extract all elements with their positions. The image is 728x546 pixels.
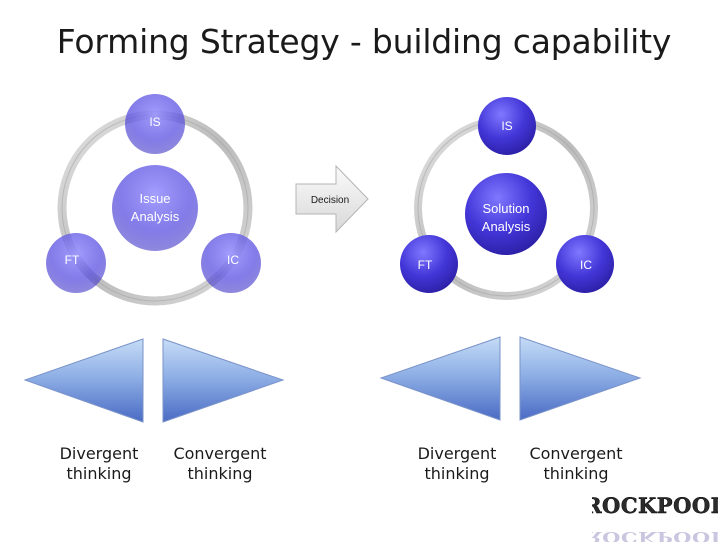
right-triangles bbox=[379, 336, 642, 421]
rockpool-logo: ROCKPOOL ROCKPOOL bbox=[592, 493, 718, 542]
svg-text:ROCKPOOL: ROCKPOOL bbox=[592, 493, 718, 518]
right-top-node bbox=[478, 97, 536, 155]
left-triangles bbox=[23, 338, 285, 423]
right-divergent-caption: Divergent thinking bbox=[417, 444, 497, 483]
left-center-label-line1: Issue bbox=[139, 191, 170, 206]
left-top-node bbox=[125, 94, 185, 154]
right-convergent-caption: Convergent thinking bbox=[529, 444, 623, 483]
left-convergent-triangle bbox=[162, 338, 285, 423]
right-cycle: Solution Analysis IS IC FT bbox=[400, 97, 614, 300]
right-right-label: IC bbox=[580, 258, 592, 272]
decision-arrow: Decision bbox=[295, 164, 369, 234]
left-right-node bbox=[201, 233, 261, 293]
right-left-node bbox=[400, 235, 458, 293]
right-convergent-triangle bbox=[519, 336, 642, 421]
right-center-label-line1: Solution bbox=[483, 201, 530, 216]
right-center-label-line2: Analysis bbox=[482, 219, 531, 234]
right-right-node bbox=[556, 235, 614, 293]
right-divergent-triangle bbox=[379, 336, 501, 421]
left-divergent-caption: Divergent thinking bbox=[59, 444, 139, 483]
decision-label: Decision bbox=[311, 195, 349, 206]
left-right-label: IC bbox=[227, 253, 239, 267]
svg-text:ROCKPOOL: ROCKPOOL bbox=[592, 528, 718, 542]
left-divergent-triangle bbox=[23, 338, 144, 423]
right-left-label: FT bbox=[418, 258, 433, 272]
left-left-label: FT bbox=[65, 253, 80, 267]
slide-title: Forming Strategy - building capability bbox=[56, 22, 672, 61]
right-center-node bbox=[465, 173, 547, 255]
right-top-label: IS bbox=[501, 119, 512, 133]
left-center-node bbox=[112, 165, 198, 251]
left-left-node bbox=[46, 233, 106, 293]
left-center-label-line2: Analysis bbox=[131, 209, 180, 224]
left-cycle: Issue Analysis IS IC FT bbox=[46, 94, 261, 306]
left-convergent-caption: Convergent thinking bbox=[173, 444, 267, 483]
left-top-label: IS bbox=[149, 115, 160, 129]
